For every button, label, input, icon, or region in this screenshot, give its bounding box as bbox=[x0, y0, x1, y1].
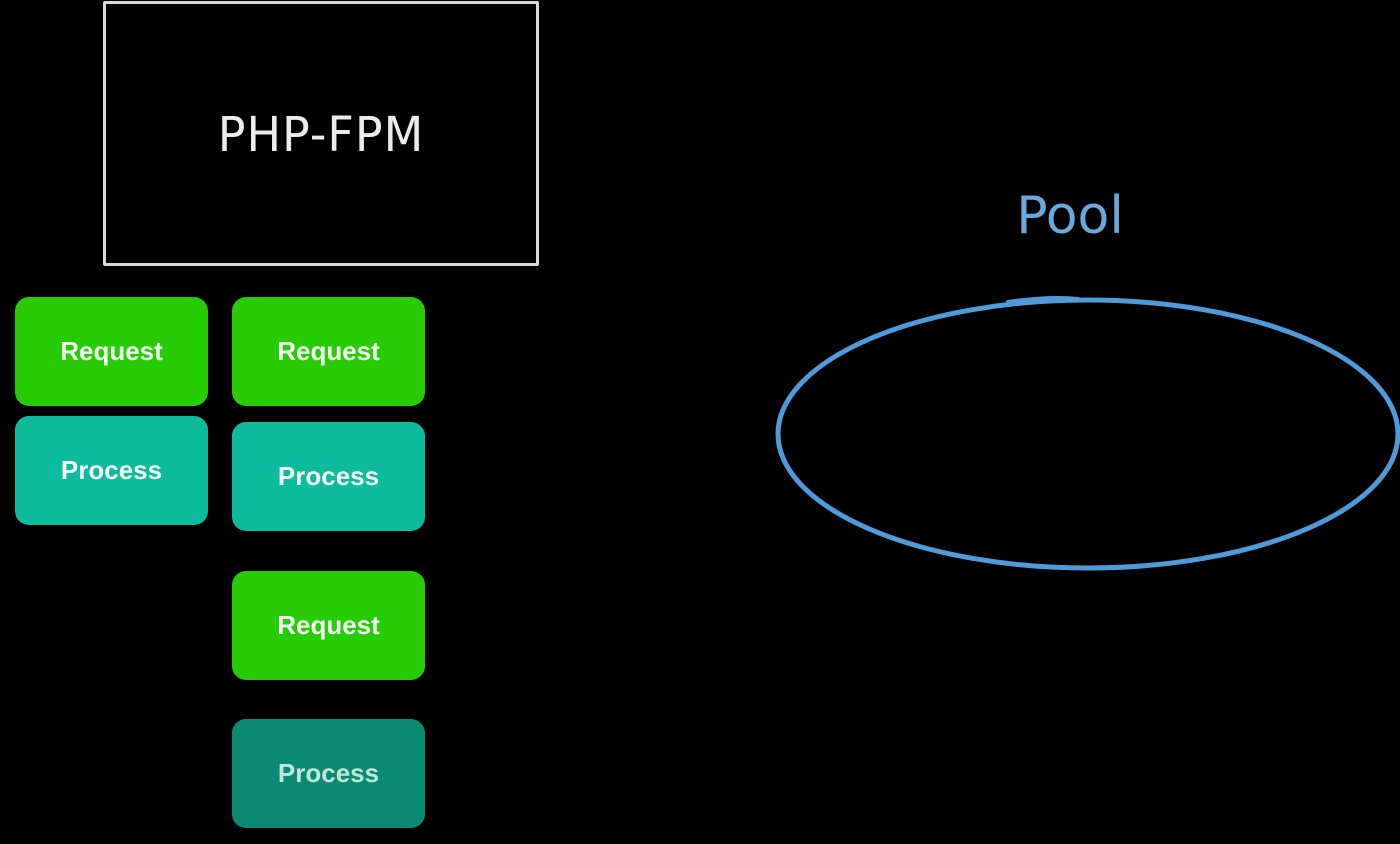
request-block: Request bbox=[232, 571, 425, 680]
process-block: Process bbox=[232, 422, 425, 531]
process-block: Process bbox=[15, 416, 208, 525]
pool-ellipse bbox=[775, 296, 1400, 571]
request-block: Request bbox=[232, 297, 425, 406]
process-block: Process bbox=[232, 719, 425, 828]
php-fpm-box: PHP-FPM bbox=[103, 1, 539, 266]
pool-label: Pool bbox=[1016, 186, 1124, 246]
php-fpm-label: PHP-FPM bbox=[217, 105, 425, 162]
request-block: Request bbox=[15, 297, 208, 406]
